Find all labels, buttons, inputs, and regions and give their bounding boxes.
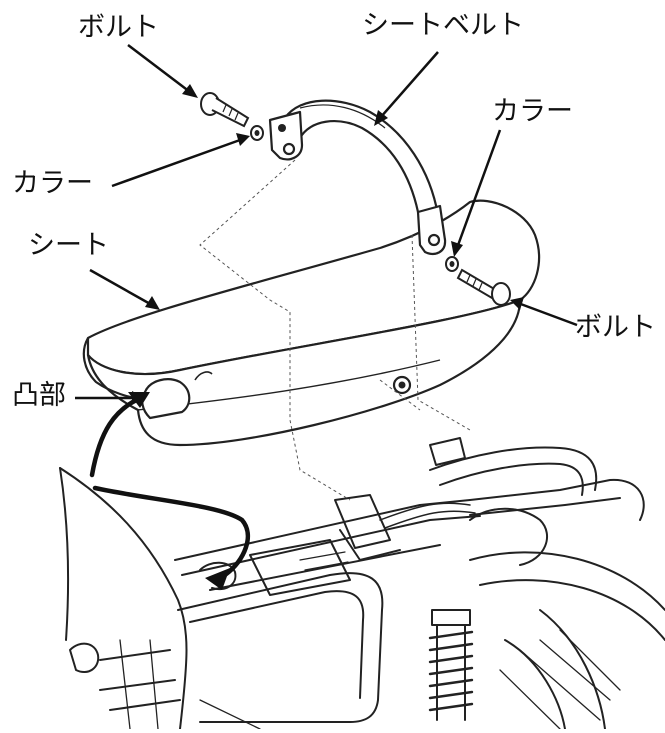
bolt-right: [456, 268, 511, 306]
label-protrusion: 凸部: [12, 380, 66, 411]
alignment-lines: [199, 159, 471, 501]
motorcycle-body: [59, 437, 665, 730]
hardware: [200, 92, 511, 306]
collar-right: [445, 256, 459, 272]
leader-arrows: [75, 44, 578, 405]
label-collar-left: カラー: [12, 168, 93, 199]
label-bolt-right: ボルト: [575, 312, 656, 343]
seat-belt-strap: [268, 99, 447, 256]
seat: [82, 199, 540, 447]
label-seat: シート: [28, 230, 109, 261]
collar-top-left: [250, 125, 264, 141]
label-seat-belt: シートベルト: [362, 10, 524, 41]
bolt-top-left: [200, 92, 250, 128]
label-collar-right: カラー: [492, 96, 573, 127]
label-bolt-top: ボルト: [78, 12, 159, 43]
